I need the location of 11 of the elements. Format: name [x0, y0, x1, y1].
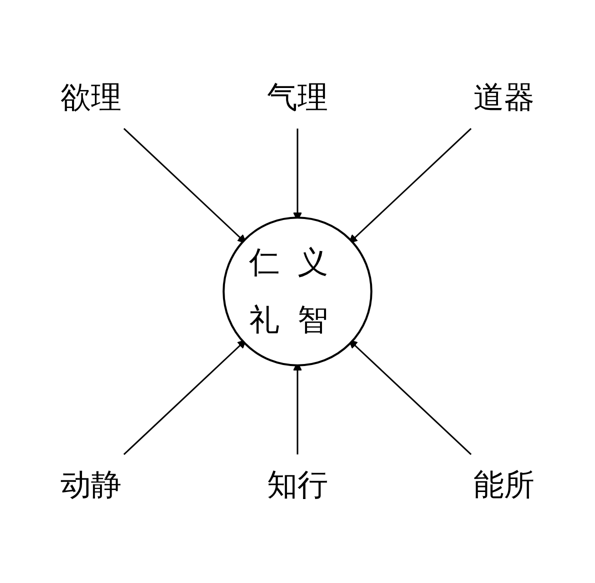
arrow [123, 340, 246, 455]
node-text: 道器 [474, 80, 534, 116]
node-text: 知行 [267, 468, 328, 503]
node-text: 气理 [267, 80, 328, 116]
node-text: 能所 [474, 468, 534, 503]
arrow [348, 340, 472, 455]
node-text: 动静 [60, 468, 122, 503]
node-text: 欲理 [60, 80, 122, 116]
arrow [123, 128, 246, 244]
arrow [348, 128, 472, 244]
node-circle: 仁义礼智 [222, 216, 372, 366]
